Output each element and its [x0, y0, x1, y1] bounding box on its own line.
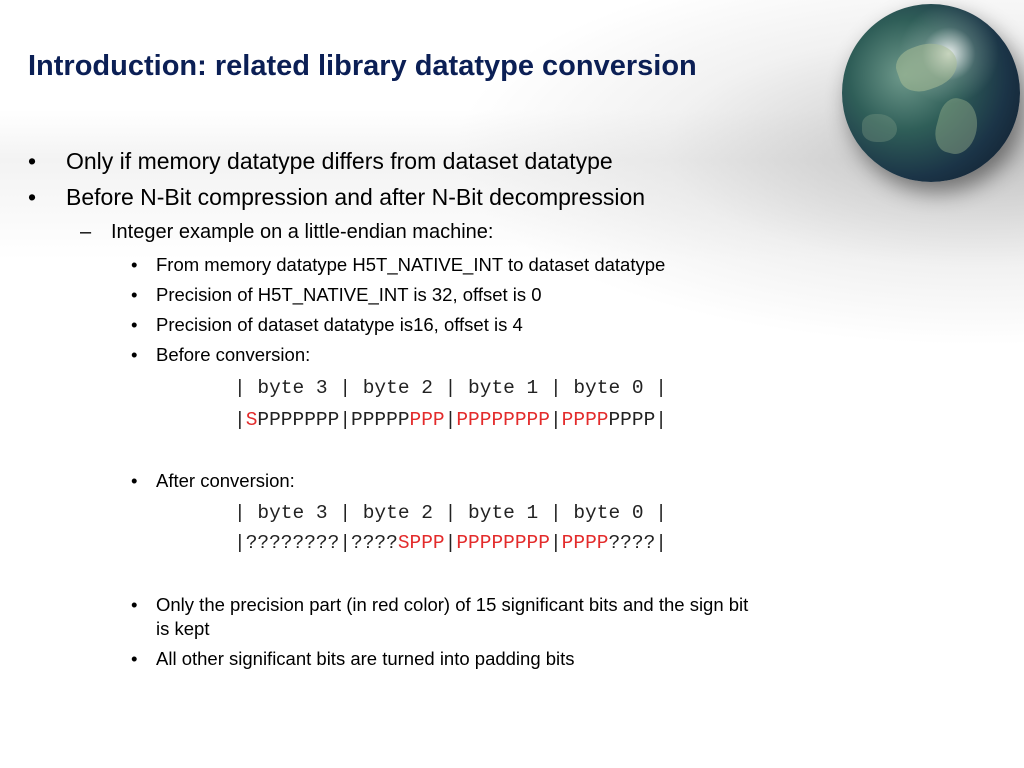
sub-sub-bullet-item: Before conversion: [156, 344, 311, 365]
bits-segment: PPPPPPP|PPPPP [257, 409, 410, 431]
sub-sub-bullet-marker: • [131, 284, 138, 305]
kept-bits-segment: PPP [409, 409, 445, 431]
slide-title: Introduction: related library datatype c… [28, 50, 697, 82]
sub-sub-bullet-marker: • [131, 314, 138, 335]
bullet-item: Only if memory datatype differs from dat… [66, 148, 613, 174]
bullet-item: Before N-Bit compression and after N-Bit… [66, 184, 646, 210]
sub-sub-bullet-item: Precision of H5T_NATIVE_INT is 32, offse… [156, 284, 542, 305]
bits-segment: | [234, 409, 246, 431]
bits-segment: | [549, 532, 562, 554]
after-bit-layout: |????????|????SPPP|PPPPPPPP|PPPP????| [234, 532, 667, 554]
sub-sub-bullet-marker: • [131, 594, 138, 615]
kept-bits-segment: SPPP [397, 532, 445, 554]
sub-sub-bullet-marker: • [131, 470, 138, 491]
sub-sub-bullet-marker: • [131, 648, 138, 669]
sub-bullet-marker: – [80, 221, 92, 243]
before-byte-header: | byte 3 | byte 2 | byte 1 | byte 0 | [234, 377, 667, 399]
before-bit-layout: |SPPPPPPP|PPPPPPPP|PPPPPPPP|PPPPPPPP| [234, 409, 667, 431]
after-byte-header: | byte 3 | byte 2 | byte 1 | byte 0 | [234, 502, 667, 524]
globe-image [842, 4, 1020, 182]
bits-segment: | [444, 532, 457, 554]
bullet-marker: • [28, 148, 37, 174]
kept-bits-segment: PPPPPPPP [456, 409, 550, 431]
sub-sub-bullet-item: From memory datatype H5T_NATIVE_INT to d… [156, 254, 666, 275]
bits-segment: | [444, 409, 457, 431]
kept-bits-segment: S [245, 409, 258, 431]
sub-sub-bullet-item-continued: is kept [156, 618, 210, 639]
bits-segment: ????| [608, 532, 667, 554]
kept-bits-segment: PPPP [561, 532, 609, 554]
bits-segment: |????????|???? [234, 532, 398, 554]
sub-sub-bullet-item: All other significant bits are turned in… [156, 648, 575, 669]
sub-sub-bullet-item: Only the precision part (in red color) o… [156, 594, 749, 615]
bullet-marker: • [28, 184, 37, 210]
sub-sub-bullet-marker: • [131, 344, 138, 365]
sub-sub-bullet-item: Precision of dataset datatype is16, offs… [156, 314, 523, 335]
sub-bullet-item: Integer example on a little-endian machi… [111, 221, 494, 243]
sub-sub-bullet-marker: • [131, 254, 138, 275]
sub-sub-bullet-item: After conversion: [156, 470, 295, 491]
kept-bits-segment: PPPPPPPP [456, 532, 550, 554]
bits-segment: | [549, 409, 562, 431]
bits-segment: PPPP| [608, 409, 667, 431]
kept-bits-segment: PPPP [561, 409, 609, 431]
